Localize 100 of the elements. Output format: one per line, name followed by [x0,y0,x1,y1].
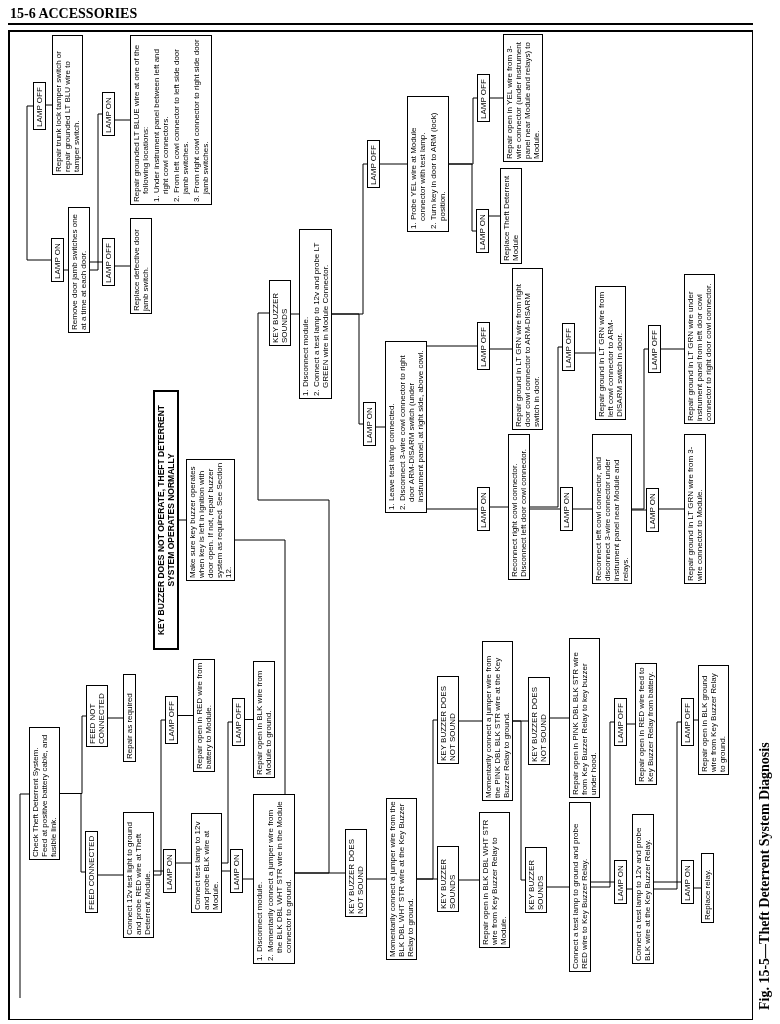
instruction-text: Repair open in PINK DBL BLK STR wire from Key Buzzer Relay to key buzzer under hood. [571,651,598,795]
result-text: LAMP ON [562,491,571,528]
connector-line [489,348,513,350]
connector-line [221,721,233,864]
connector-line [549,717,570,719]
instruction-box [130,35,212,205]
instruction-box [253,794,295,964]
instruction-step: 2. Turn key in door to ARM (lock) position. [429,99,447,229]
result-text: LAMP ON [478,213,487,250]
result-box [165,696,178,744]
result-box [230,849,243,893]
result-box [269,280,291,346]
result-text: KEY BUZZER SOUNDS [271,291,289,343]
instruction-box [253,661,275,778]
result-text: LAMP OFF [650,329,659,370]
result-text: LAMP ON [165,853,174,890]
result-box [477,74,490,122]
connector-line [658,508,685,510]
instruction-step: 1. Probe YEL wire at Module connector with test lamp. [409,99,427,229]
connector-line [331,163,368,315]
instruction-text: Momentarily connect a jumper wire from the PINK DBL BLK STR wire at the Key Buzzer Relay to ground. [484,654,511,798]
instruction-text: Repair open in RED wire from battery to Module. [195,662,213,769]
result-text: LAMP OFF [683,702,692,743]
instruction-text: Reconnect left cowl connector, and disconnect 3-wire connector under instrument panel near Module and relays. [594,455,630,581]
connector-line [26,105,34,186]
result-box [437,846,459,912]
result-text: LAMP ON [479,491,488,528]
instruction-text: Reconnect right cowl connector. Disconnect left door cowl connector. [510,447,528,577]
instruction-box [508,434,530,580]
instruction-text: Momentarily connect a jumper wire from the BLK DBL WHT STR wire at the Key Buzzer Relay to ground. [388,801,415,957]
result-text: LAMP OFF [479,78,488,119]
instruction-box [299,229,332,399]
connector-line [114,119,131,121]
instruction-text: Replace relay. [703,868,712,920]
result-text: LAMP OFF [616,702,625,743]
instruction-box [592,434,632,584]
result-box [367,140,380,188]
result-text: LAMP OFF [104,242,113,283]
connector-line [572,508,593,510]
connector-line [177,715,194,716]
connector-line [221,870,231,872]
connector-line [175,862,192,864]
connector-line [26,184,52,261]
connector-line [660,348,685,350]
result-text: LAMP OFF [564,327,573,368]
instruction-box [123,812,154,938]
result-box [525,847,547,913]
instruction-step: 3. From right cowl connector to right side door jamb switches. [192,38,210,202]
result-box [477,322,490,370]
connector-line [488,215,501,217]
connector-line [19,793,30,999]
connector-line [153,719,166,876]
instruction-text: Repair open in BLK wire from Module to ground. [255,669,273,775]
result-box [345,829,367,917]
result-text: KEY BUZZER DOES NOT SOUND [439,685,457,761]
instruction-text: Make sure key buzzer operates when key is left in ignition with door open. If not, repair buzzer system as required. See Section 12. [188,462,233,578]
result-box [614,698,627,746]
connector-line [97,874,124,876]
result-text: LAMP OFF [167,700,176,741]
instruction-text: Connect a test lamp to 12v and probe BLK wire at the Key Buzzer Relay. [634,826,652,961]
instruction-box [684,274,715,424]
connector-line [448,97,478,165]
connector-line [653,881,682,883]
instruction-box [569,802,591,972]
result-box [477,487,490,531]
result-box [528,677,550,765]
instruction-box [684,434,706,584]
result-box [681,698,694,746]
connector-line [512,720,529,722]
connector-line [234,539,286,795]
instruction-text: Connect a test lamp to ground and probe RED wire to Key Buzzer Relay. [571,822,589,969]
instruction-box [130,218,152,314]
connector-line [653,721,682,890]
result-box [86,685,108,747]
instruction-text: Repair ground in LT GRN wire from right door cowl connector to ARM-DISARM switch in door. [514,283,541,427]
instruction-step: 1. Under instrument panel between left and right cowl connectors. [152,38,170,202]
connector-line [114,265,131,267]
instruction-text: Repair open in BLK ground wire from Key Buzzer Relay to ground. [700,672,727,772]
connector-line [426,345,478,347]
connector-line [89,113,103,271]
connector-line [489,97,504,99]
result-box [363,402,376,446]
instruction-text: Remove door jamb switches one at a time at each door. [70,212,88,330]
instruction-box [701,853,714,923]
instruction-text: Repair open in RED wire feed to Key Buzzer Relay from battery. [637,666,655,782]
connector-line [244,719,254,720]
instruction-box [479,812,510,948]
result-box [614,860,627,904]
result-text: LAMP OFF [479,326,488,367]
connector-line [626,888,633,890]
result-box [51,238,64,282]
connector-line [458,879,480,881]
result-box [648,325,661,373]
connector-line [529,346,563,508]
instruction-box [407,96,449,232]
result-text: LAMP ON [648,492,657,529]
connector-line [379,163,408,165]
instruction-box [52,35,83,175]
instruction-box [123,674,136,762]
instruction-step: Repair grounded LT BLUE wire at one of the following locations: [132,38,150,202]
